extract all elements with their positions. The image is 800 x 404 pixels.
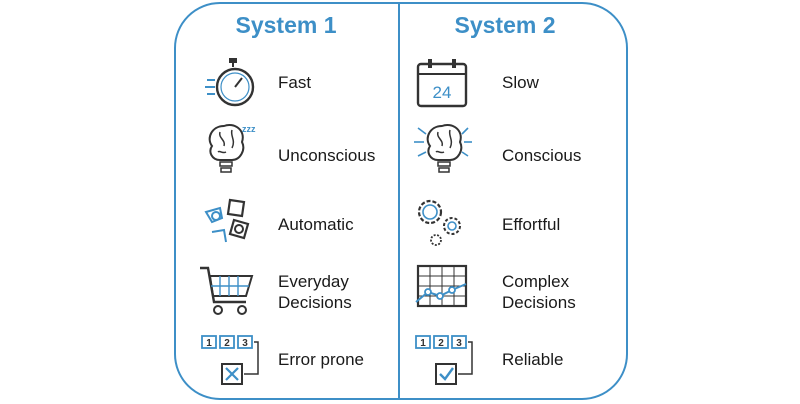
item-label-complex-decisions-text: Complex Decisions — [502, 272, 576, 312]
stopwatch-icon — [203, 54, 263, 114]
steps-cross-checkbox-icon: 1 2 3 — [200, 332, 260, 392]
item-label-everyday-decisions-text: Everyday Decisions — [278, 272, 352, 312]
item-label-fast: Fast — [278, 73, 312, 92]
step-number-2: 2 — [438, 338, 444, 349]
column-divider — [398, 2, 400, 400]
step-number-3: 3 — [242, 338, 248, 349]
item-label-everyday-decisions: Everyday Decisions — [278, 271, 352, 313]
item-label-automatic: Automatic — [278, 215, 354, 234]
system2-title: System 2 — [454, 12, 556, 38]
steps-check-checkbox-icon: 1 2 3 — [414, 332, 474, 392]
system1-title: System 1 — [235, 12, 337, 38]
comparison-panel — [174, 2, 628, 400]
sleep-zzz-text: zzz — [242, 124, 256, 134]
item-label-conscious: Conscious — [502, 146, 582, 165]
glowing-brain-bulb-icon — [412, 118, 472, 178]
step-number-2: 2 — [224, 338, 230, 349]
item-label-unconscious: Unconscious — [278, 146, 376, 165]
calendar-number: 24 — [433, 83, 452, 102]
item-label-effortful: Effortful — [502, 215, 561, 234]
step-number-1: 1 — [420, 338, 426, 349]
grid-chart-icon — [412, 262, 472, 322]
sleeping-brain-bulb-icon: zzz — [198, 118, 258, 178]
item-label-reliable: Reliable — [502, 350, 564, 369]
shopping-cart-icon — [198, 262, 258, 322]
item-label-complex-decisions: Complex Decisions — [502, 271, 576, 313]
gears-icon — [410, 192, 470, 252]
puzzle-pieces-icon — [200, 192, 260, 252]
calendar-icon: 24 — [414, 54, 474, 114]
item-label-error-prone: Error prone — [278, 350, 364, 369]
step-number-1: 1 — [206, 338, 212, 349]
step-number-3: 3 — [456, 338, 462, 349]
item-label-slow: Slow — [502, 73, 539, 92]
